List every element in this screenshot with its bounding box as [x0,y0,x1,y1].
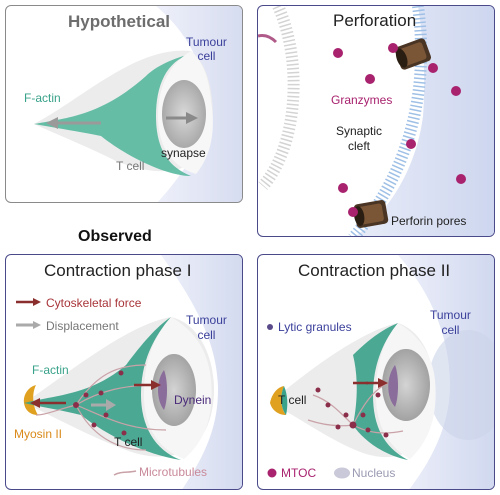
legend-granule-dot [267,324,273,330]
tumour-cell-label: Tumour cell [186,313,227,342]
hypothetical-illustration [34,6,242,202]
factin-layer [34,54,191,176]
tcell-label: T cell [278,393,307,407]
nucleus-pocket [158,370,167,410]
factin-label: F-actin [32,363,69,377]
perforin-pore-bottom [353,200,389,228]
tcell-membrane [258,6,300,190]
nucleus-pocket [388,365,398,407]
nucleus-label: Nucleus [352,466,396,480]
tcell-tip [258,34,278,44]
microtubules-label: Microtubules [139,465,208,479]
myosin-band [270,386,286,415]
granzyme-dots [333,43,466,217]
factin-layer [353,323,408,460]
granzymes-label: Granzymes [331,93,393,107]
tumour-cell-shape [156,6,242,202]
tumour-cell-label: Tumour cell [186,35,227,63]
synaptic-cleft-label: Synaptic cleft [336,124,383,153]
tcell-label: T cell [114,435,143,449]
perforin-pores-label: Perforin pores [391,214,467,228]
perforation-panel: Perforation Granzymes Synaptic cleft Per… [257,5,495,237]
microtubules [307,382,404,434]
legend-force-label: Cytoskeletal force [46,296,142,310]
myosin-label: Myosin II [14,427,63,441]
contraction-1-illustration [16,255,242,489]
tumour-cell-label: Tumour cell [430,308,471,337]
lytic-granules-label: Lytic granules [278,320,352,334]
tumour-nucleus [428,330,494,440]
dynein-label: Dynein [174,393,212,407]
legend-mtoc-dot [267,468,277,478]
perforin-pore-top [394,38,432,70]
contraction-phase-1-panel: Contraction phase I Cytoskeletal force D… [5,254,243,490]
legend-microtubule-line [113,470,137,476]
myosin-band [23,385,38,415]
mtoc-label: MTOC [281,466,317,480]
factin-layer [24,317,181,460]
tumour-cell-shape [161,255,242,489]
hypothetical-panel: Hypothetical Tumour cell F-actin T cell … [5,5,243,203]
contraction-1-title: Contraction phase I [44,261,192,280]
perforation-illustration [258,6,494,236]
contraction-2-title: Contraction phase II [298,261,451,280]
factin-band [281,386,288,415]
observed-heading: Observed [78,228,152,245]
lytic-granule-dots [315,387,389,438]
factin-label: F-actin [24,91,61,105]
contraction-phase-2-panel: Contraction phase II Lytic granules Tumo… [257,254,495,490]
legend-nucleus-shape [334,467,350,479]
contraction-2-illustration [267,255,494,489]
microtubule-nodes [73,370,127,436]
legend-displacement-label: Displacement [46,319,119,333]
nucleus [162,80,206,148]
perforation-title: Perforation [333,11,417,30]
hypothetical-title: Hypothetical [68,12,171,31]
tcell-label: T cell [116,159,145,173]
synapse-label: synapse [161,146,206,160]
